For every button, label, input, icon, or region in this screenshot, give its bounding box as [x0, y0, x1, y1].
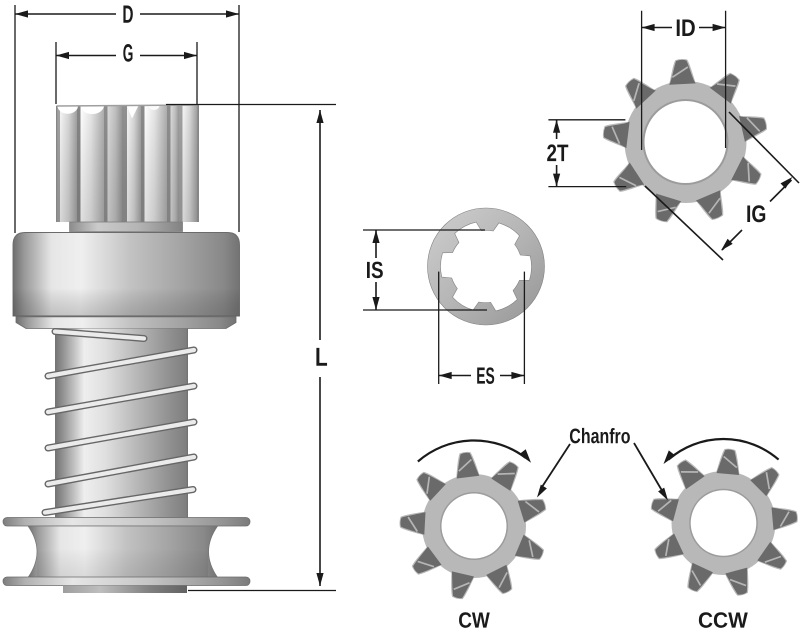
- svg-text:Chanfro: Chanfro: [569, 425, 630, 448]
- svg-text:2T: 2T: [547, 140, 569, 167]
- svg-text:L: L: [315, 342, 328, 372]
- svg-text:ES: ES: [476, 363, 495, 389]
- svg-text:CW: CW: [458, 608, 490, 629]
- svg-text:D: D: [122, 1, 133, 29]
- svg-text:G: G: [123, 39, 134, 67]
- svg-text:ID: ID: [675, 15, 695, 42]
- svg-text:IS: IS: [366, 257, 384, 283]
- svg-text:CCW: CCW: [698, 608, 748, 629]
- svg-text:IG: IG: [746, 201, 766, 228]
